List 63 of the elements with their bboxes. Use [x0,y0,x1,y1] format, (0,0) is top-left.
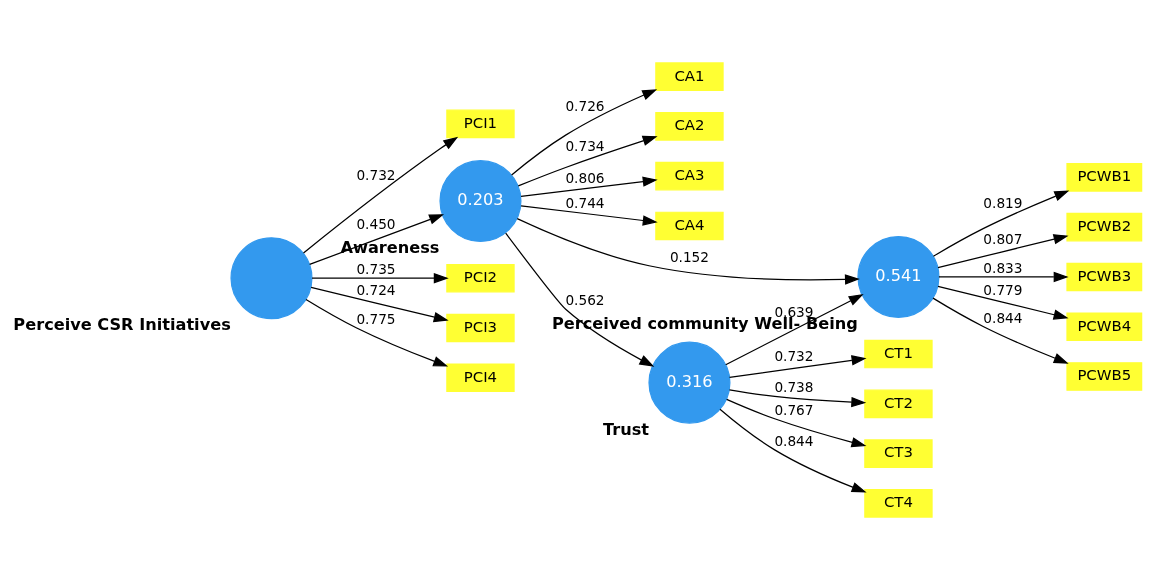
edge-label: 0.732 [774,347,814,364]
edge-label: 0.779 [983,281,1023,298]
node-circle: 0.203 [439,159,522,242]
arrow [728,354,867,378]
node-box: PCI2 [446,263,515,292]
node-box: CA2 [655,111,724,141]
arrow [511,88,658,176]
arrow [937,233,1069,268]
edge-label: 0.819 [983,194,1023,211]
arrow [311,272,449,283]
edge-label: 0.844 [774,432,814,449]
arrow [302,136,459,254]
arrow [938,271,1069,282]
edge-label: 0.775 [356,310,396,327]
node-box: CT2 [864,389,933,418]
node-circle: 0.541 [857,235,940,318]
arrow [520,204,658,226]
arrow [520,175,658,197]
edge-label: 0.735 [356,260,396,277]
node-box: CT4 [864,488,933,518]
node-box: PCWB2 [1066,212,1143,241]
edge-label: 0.734 [565,137,605,154]
node-box: CT3 [864,438,933,468]
edge-label: 0.806 [565,169,605,186]
node-box: CA1 [655,61,724,91]
arrow [728,388,867,407]
node-circle: 0.316 [648,341,731,424]
arrow [725,293,864,365]
edge-label: 0.738 [774,378,814,395]
arrow [516,217,860,285]
node-box: PCWB1 [1066,162,1143,192]
edge-label: 0.767 [774,401,814,418]
node-box: CA4 [655,211,724,240]
arrow [310,286,449,322]
node-box: CT1 [864,339,933,368]
node-box: PCWB4 [1066,311,1143,341]
node-label: Trust [603,419,650,439]
node-box: PCWB5 [1066,361,1143,391]
node-box: PCI3 [446,313,515,342]
edge-label: 0.450 [356,215,396,232]
edge-label: 0.732 [356,166,396,183]
edge-label: 0.807 [983,230,1023,247]
node-box: PCI4 [446,362,515,392]
arrow [726,398,867,447]
edge-label: 0.744 [565,194,605,211]
arrow [937,285,1069,320]
node-box: PCWB3 [1066,262,1143,291]
arrow [305,298,449,367]
node-box: CA3 [655,161,724,190]
arrow [932,297,1069,364]
edge-label: 0.833 [983,259,1023,276]
edge-label: 0.844 [983,309,1023,326]
edge-label: 0.152 [669,248,710,265]
arrow [932,190,1070,257]
node-box: PCI1 [446,109,515,138]
node-circle [230,236,313,319]
arrow [517,135,658,186]
edge-label: 0.562 [565,291,605,308]
arrow [719,408,867,493]
edge-label: 0.724 [356,281,396,298]
edge-label: 0.726 [565,97,605,114]
arrow [505,232,655,367]
node-label: Perceive CSR Initiatives [13,314,231,334]
